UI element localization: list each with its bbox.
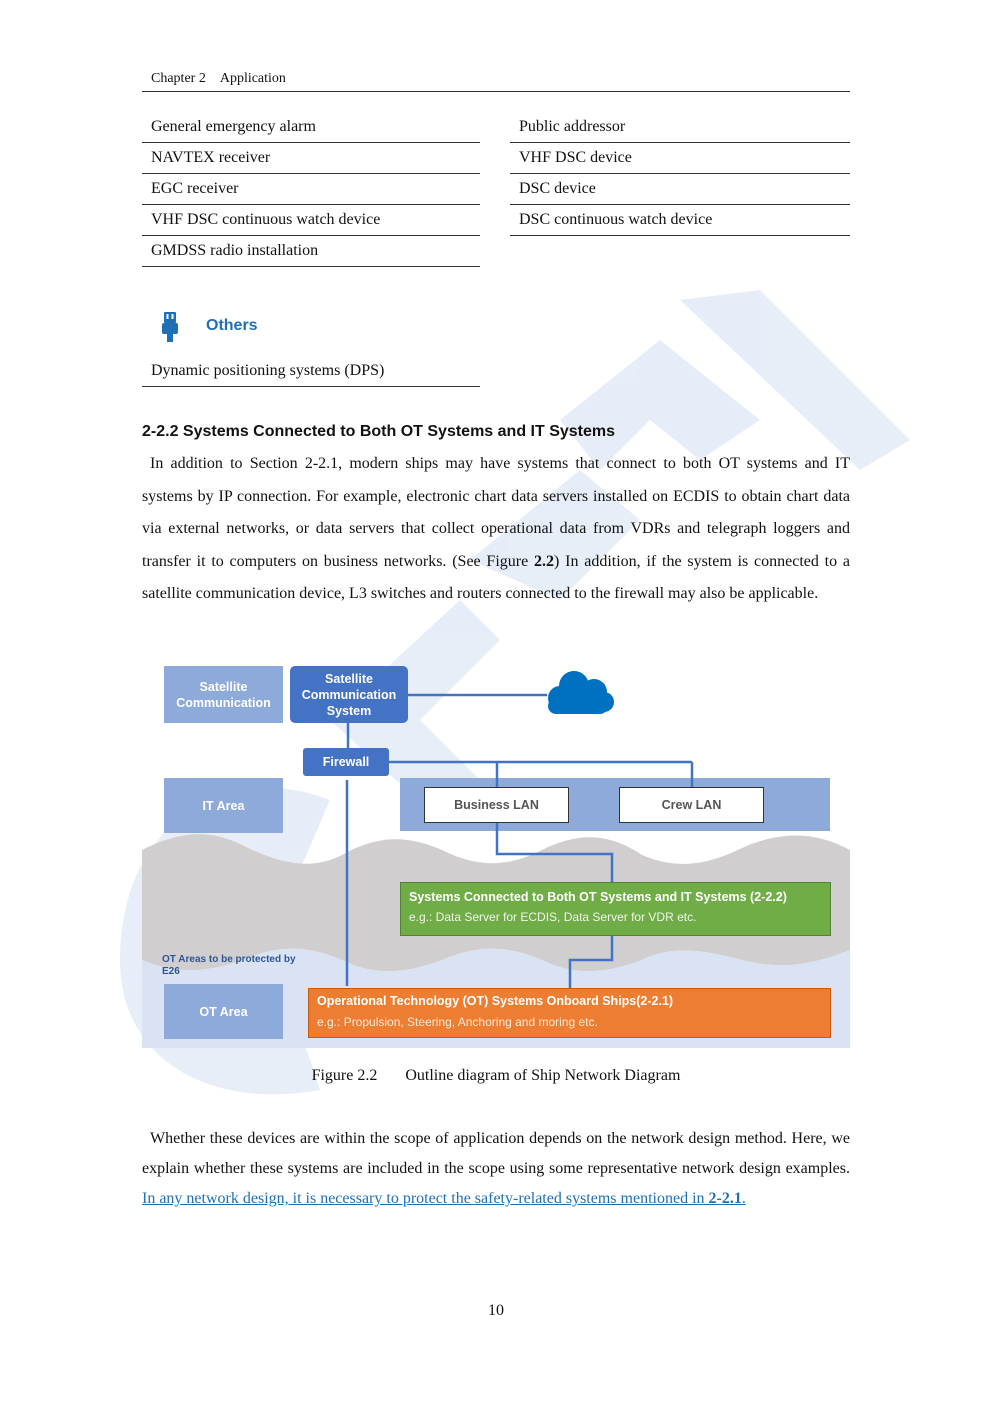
table-cell: VHF DSC device bbox=[519, 149, 632, 166]
table-cell: DSC continuous watch device bbox=[519, 211, 713, 228]
section-heading: 2-2.2 Systems Connected to Both OT Syste… bbox=[142, 423, 616, 440]
table-cell: VHF DSC continuous watch device bbox=[151, 211, 381, 228]
ot-systems-title: Operational Technology (OT) Systems Onbo… bbox=[317, 994, 674, 1008]
cloud-icon bbox=[548, 671, 614, 714]
ot-protected-label: OT Areas to be protected by E26 bbox=[162, 954, 296, 977]
chapter-title: Application bbox=[219, 71, 286, 86]
ot-area-box: OT Area bbox=[164, 984, 283, 1039]
hybrid-systems-box: Systems Connected to Both OT Systems and… bbox=[400, 882, 831, 936]
header-rule bbox=[142, 91, 850, 92]
ot-systems-box: Operational Technology (OT) Systems Onbo… bbox=[308, 988, 831, 1038]
satellite-system-box: Satellite Communication System bbox=[290, 666, 408, 723]
figure-reference: 2.2 bbox=[534, 552, 554, 570]
others-heading: Others bbox=[206, 317, 258, 334]
table-cell: EGC receiver bbox=[151, 180, 239, 197]
others-item: Dynamic positioning systems (DPS) bbox=[151, 362, 385, 379]
chapter-label: Chapter 2 bbox=[151, 71, 206, 86]
scope-paragraph: Whether these devices are within the sco… bbox=[142, 1130, 850, 1207]
usb-plug-icon bbox=[162, 312, 178, 342]
crew-lan-box: Crew LAN bbox=[619, 787, 764, 823]
section-paragraph: In addition to Section 2-2.1, modern shi… bbox=[142, 455, 850, 602]
page-number: 10 bbox=[488, 1302, 504, 1319]
table-cell: DSC device bbox=[519, 180, 596, 197]
it-area-box: IT Area bbox=[164, 778, 283, 833]
firewall-box: Firewall bbox=[303, 748, 389, 776]
ot-systems-examples: e.g.: Propulsion, Steering, Anchoring an… bbox=[317, 1015, 598, 1029]
satellite-communication-box: Satellite Communication bbox=[164, 666, 283, 723]
business-lan-box: Business LAN bbox=[424, 787, 569, 823]
running-header: Chapter 2 Application bbox=[151, 71, 300, 87]
table-cell: GMDSS radio installation bbox=[151, 242, 319, 259]
table-cell: General emergency alarm bbox=[151, 118, 316, 135]
figure-caption-text: Outline diagram of Ship Network Diagram bbox=[405, 1067, 681, 1084]
hybrid-systems-examples: e.g.: Data Server for ECDIS, Data Server… bbox=[409, 910, 697, 924]
table-cell: Public addressor bbox=[519, 118, 626, 135]
table-cell: NAVTEX receiver bbox=[151, 149, 271, 166]
scope-link[interactable]: In any network design, it is necessary t… bbox=[142, 1190, 746, 1207]
figure-caption: Figure 2.2 Outline diagram of Ship Networ… bbox=[0, 1067, 992, 1085]
figure-number: Figure 2.2 bbox=[311, 1067, 378, 1084]
hybrid-systems-title: Systems Connected to Both OT Systems and… bbox=[409, 890, 787, 904]
ship-network-diagram: Satellite Communication Satellite Commun… bbox=[142, 660, 850, 1048]
